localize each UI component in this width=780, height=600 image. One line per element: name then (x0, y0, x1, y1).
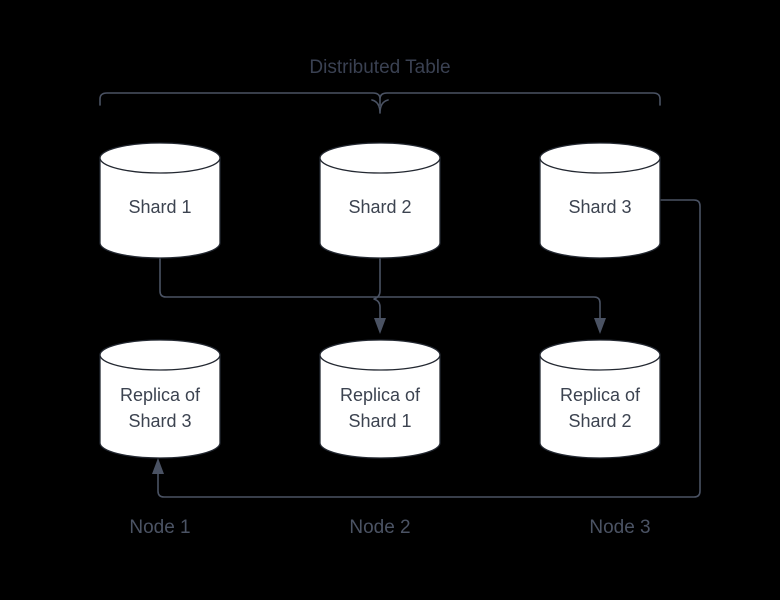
replica-2-label-line1: Replica of (340, 385, 421, 405)
shard-3-top (539, 142, 661, 174)
shard-3-body (539, 157, 661, 259)
shard-2-label: Shard 2 (348, 197, 411, 217)
node-label-2: Node 2 (349, 517, 410, 538)
replica-2-label-line2: Shard 1 (348, 411, 411, 431)
shard-1-label: Shard 1 (128, 197, 191, 217)
replica-1-body (99, 354, 221, 459)
connector-shard1-to-replica-shard1 (159, 257, 606, 334)
cylinder-replica-of-shard-2[interactable]: Replica of Shard 2 (539, 339, 661, 459)
cylinder-shard-2[interactable]: Shard 2 (319, 142, 441, 259)
shard-1-body (99, 157, 221, 259)
replica-3-top (539, 339, 661, 371)
arrowhead-down-node3 (594, 318, 606, 334)
cylinder-replica-of-shard-3[interactable]: Replica of Shard 3 (99, 339, 221, 459)
page-title: Distributed Table (309, 57, 450, 78)
replica-3-body (539, 354, 661, 459)
cylinder-shard-1[interactable]: Shard 1 (99, 142, 221, 259)
replica-3-label-line1: Replica of (560, 385, 641, 405)
shard-2-body (319, 157, 441, 259)
replica-3-label-line2: Shard 2 (568, 411, 631, 431)
replica-2-top (319, 339, 441, 371)
replica-1-label-line1: Replica of (120, 385, 201, 405)
distributed-table-brace (99, 92, 661, 114)
node-label-3: Node 3 (589, 517, 650, 538)
node-label-1: Node 1 (129, 517, 190, 538)
connector-shard2-to-replica-shard2 (373, 257, 386, 334)
connector-shard3-to-replica-shard3 (152, 199, 701, 498)
replica-1-top (99, 339, 221, 371)
replica-1-label-line2: Shard 3 (128, 411, 191, 431)
shard-3-label: Shard 3 (568, 197, 631, 217)
cylinder-replica-of-shard-1[interactable]: Replica of Shard 1 (319, 339, 441, 459)
shard-2-top (319, 142, 441, 174)
shard-1-top (99, 142, 221, 174)
arrowhead-down-node2 (374, 318, 386, 334)
replica-2-body (319, 354, 441, 459)
arrowhead-up-node1 (152, 458, 164, 474)
cylinder-shard-3[interactable]: Shard 3 (539, 142, 661, 259)
